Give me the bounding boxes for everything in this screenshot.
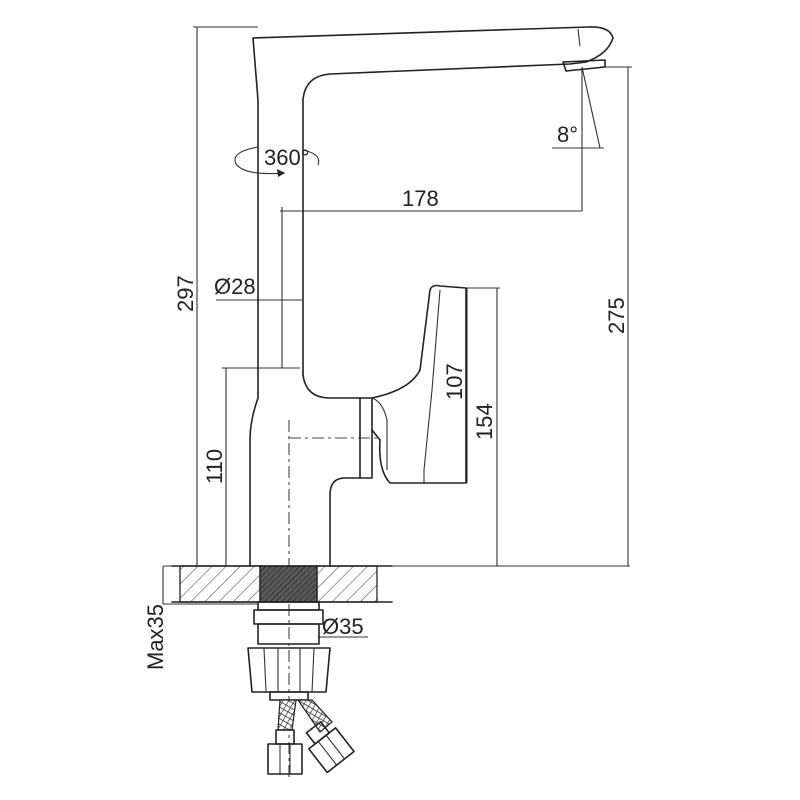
countertop-section <box>171 565 393 603</box>
supply-hoses <box>267 699 355 775</box>
handle-top-height-label: 154 <box>472 403 497 440</box>
faucet-body <box>249 367 361 567</box>
pipe-diameter-label: Ø28 <box>214 274 256 299</box>
mount-diameter-label: Ø35 <box>322 614 364 639</box>
lever-handle <box>359 284 467 484</box>
max-thickness-label: Max35 <box>143 604 168 670</box>
total-height-label: 297 <box>173 275 198 312</box>
spout <box>252 26 614 376</box>
dimension-lines <box>162 26 632 638</box>
rotation-arrow-icon <box>234 146 320 177</box>
mounting-assembly <box>247 601 331 701</box>
spout-reach-label: 178 <box>402 186 439 211</box>
dimension-labels: 360° 8° 178 297 275 Ø28 110 107 154 Max3… <box>143 122 629 670</box>
rotation-label: 360° <box>264 145 310 170</box>
body-height-label: 110 <box>202 449 227 484</box>
spout-angle-label: 8° <box>557 122 578 147</box>
spout-height-label: 275 <box>604 297 629 334</box>
handle-height-label: 107 <box>442 363 467 400</box>
